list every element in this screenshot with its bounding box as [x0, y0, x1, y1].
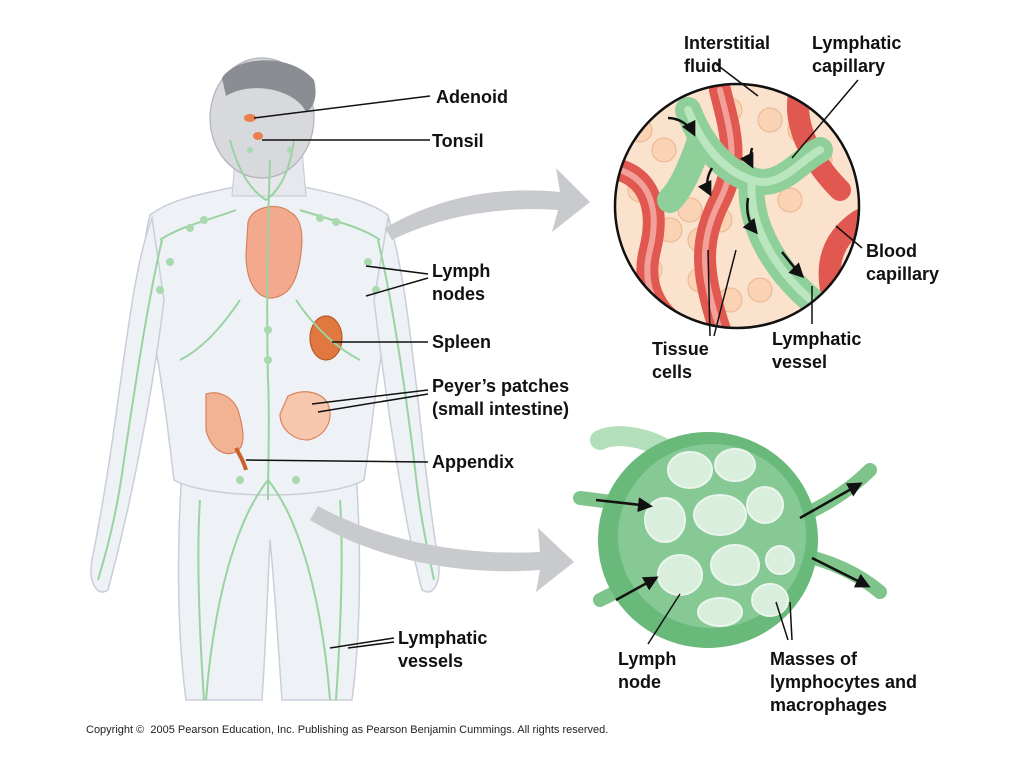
- label-lymphatic-vessels: Lymphatic vessels: [398, 628, 488, 671]
- label-lymphocyte-masses: Masses of lymphocytes and macrophages: [770, 649, 918, 715]
- appendix-organ: [234, 447, 248, 471]
- label-lymph-node: Lymph node: [618, 649, 677, 692]
- label-spleen: Spleen: [432, 332, 492, 352]
- lymph-node-dots: [156, 147, 380, 484]
- adenoid-marker: [244, 114, 256, 122]
- lymphocyte-masses: [644, 448, 795, 627]
- label-peyers-patches: Peyer’s patches (small intestine): [432, 376, 570, 419]
- label-appendix: Appendix: [432, 452, 515, 472]
- label-interstitial-fluid: Interstitial fluid: [684, 33, 771, 76]
- human-body-figure: [90, 57, 440, 701]
- label-lymphatic-vessel: Lymphatic vessel: [772, 329, 862, 372]
- lymph-node-inset: [573, 426, 887, 648]
- callout-arrow-lower: [310, 506, 574, 592]
- heart: [245, 205, 303, 299]
- label-blood-capillary: Blood capillary: [866, 241, 940, 284]
- tonsil-marker: [253, 132, 263, 140]
- label-tissue-cells: Tissue cells: [652, 339, 709, 382]
- callout-arrow-upper: [385, 168, 590, 240]
- label-adenoid: Adenoid: [436, 87, 508, 107]
- label-lymph-nodes: Lymph nodes: [432, 261, 491, 304]
- leader-lines: [245, 63, 863, 649]
- label-tonsil: Tonsil: [432, 131, 484, 151]
- capillary-inset: [613, 82, 861, 330]
- copyright-notice: Copyright © 2005 Pearson Education, Inc.…: [86, 724, 609, 736]
- label-lymphatic-capillary: Lymphatic capillary: [812, 33, 902, 76]
- spleen-organ: [309, 315, 343, 361]
- colon: [205, 392, 244, 455]
